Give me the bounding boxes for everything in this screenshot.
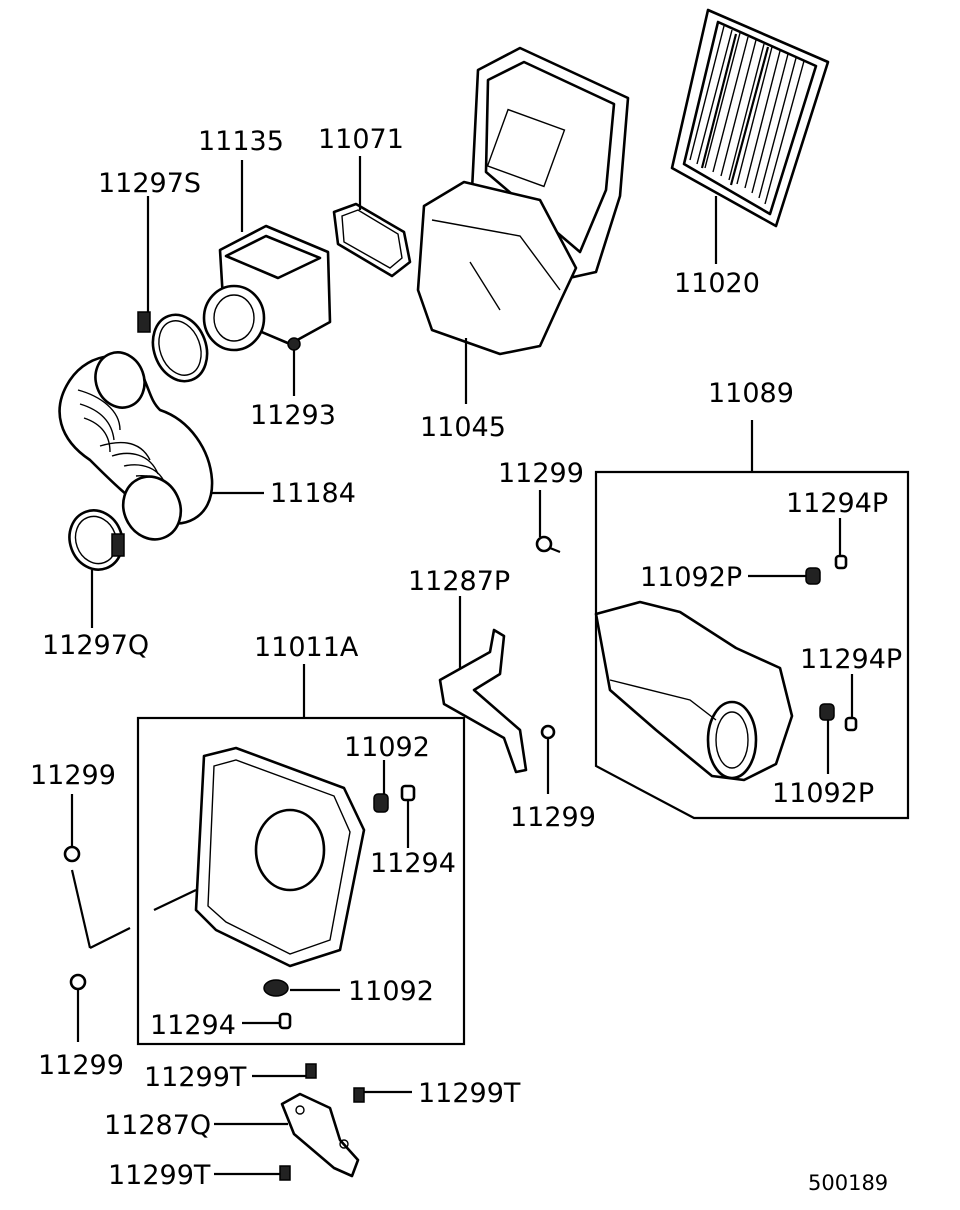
intake-hose: [58, 351, 264, 541]
bracket-11287p: [438, 596, 556, 794]
label-11294-b: 11294: [150, 1010, 236, 1041]
air-cleaner-lower-box: [136, 664, 466, 1046]
bracket-11287q: [214, 1063, 412, 1181]
label-11299-b: 11299: [510, 802, 596, 833]
gasket: [332, 156, 412, 278]
label-11294p-a: 11294P: [786, 488, 888, 519]
label-11297q: 11297Q: [42, 630, 149, 661]
label-11184: 11184: [270, 478, 356, 509]
label-11045: 11045: [420, 412, 506, 443]
label-11135: 11135: [198, 126, 284, 157]
label-11299t-c: 11299T: [108, 1160, 211, 1191]
part-labels: 11135 11071 11297S 11293 11045 11020 111…: [30, 124, 902, 1195]
diagram-reference-number: 500189: [808, 1171, 888, 1195]
label-11297s: 11297S: [98, 168, 201, 199]
label-11092p-a: 11092P: [640, 562, 742, 593]
label-11294-a: 11294: [370, 848, 456, 879]
label-11299t-b: 11299T: [418, 1078, 521, 1109]
label-11092-b: 11092: [348, 976, 434, 1007]
air-cleaner-case: [416, 46, 630, 404]
bolt-11299-left: [63, 794, 131, 1042]
label-11287p: 11287P: [408, 566, 510, 597]
label-11294p-b: 11294P: [800, 644, 902, 675]
label-11092-a: 11092: [344, 732, 430, 763]
label-11020: 11020: [674, 268, 760, 299]
bolt-11299-a: [535, 490, 561, 554]
label-11071: 11071: [318, 124, 404, 155]
label-11089: 11089: [708, 378, 794, 409]
resonator-assembly-box: [594, 420, 910, 820]
label-11299-d: 11299: [38, 1050, 124, 1081]
clamp-11297s: [137, 196, 209, 383]
air-filter-element: [670, 8, 830, 264]
grommet-11293: [287, 337, 301, 396]
clamp-11297q: [68, 509, 125, 628]
label-11287q: 11287Q: [104, 1110, 211, 1141]
label-11299-c: 11299: [30, 760, 116, 791]
label-11299-a: 11299: [498, 458, 584, 489]
label-11299t-a: 11299T: [144, 1062, 247, 1093]
air-flow-sensor: [202, 160, 332, 352]
label-11011a: 11011A: [254, 632, 359, 663]
label-11293: 11293: [250, 400, 336, 431]
label-11092p-b: 11092P: [772, 778, 874, 809]
